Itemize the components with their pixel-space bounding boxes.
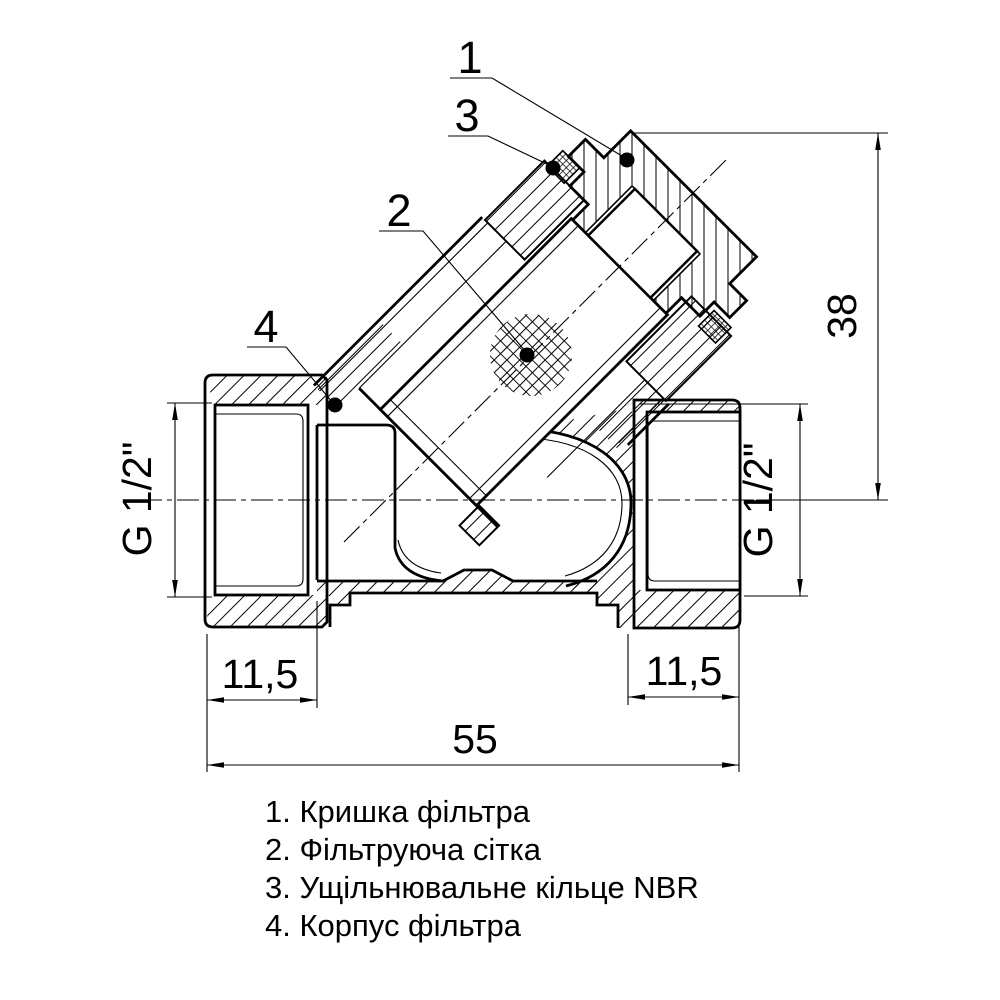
- callout-2-dot: [519, 347, 535, 363]
- dim-height-value: 38: [819, 293, 865, 339]
- dim-length: 55: [207, 716, 739, 768]
- dim-height: 38: [632, 132, 888, 501]
- left-port-hatch-top: [206, 375, 327, 405]
- dim-height-extension-lines: [632, 132, 888, 501]
- dim-depth-left: 11,5: [206, 601, 318, 772]
- body-neck-curve: [393, 547, 444, 583]
- body-outer-bottom: [328, 591, 620, 628]
- filter-body: [315, 410, 634, 628]
- callout-4-dot: [327, 397, 343, 413]
- dim-length-value: 55: [452, 716, 498, 762]
- callout-2: 2: [379, 185, 535, 363]
- dim-thread-left-value: G 1/2": [114, 442, 160, 557]
- dim-depth-right: 11,5: [627, 622, 740, 772]
- callout-3-number: 3: [454, 90, 479, 141]
- dim-thread-right-extension-lines: [640, 403, 808, 597]
- callout-4-number: 4: [253, 301, 278, 352]
- branch-wall-hatch-lower: [596, 379, 669, 452]
- dim-thread-right-value: G 1/2": [735, 443, 781, 558]
- callout-1-dot: [619, 152, 635, 168]
- callout-3-leader: [448, 135, 552, 167]
- o-ring-lower: [697, 309, 733, 345]
- legend-item-1: 1. Кришка фільтра: [265, 794, 531, 829]
- branch-inner-walls: [319, 222, 664, 478]
- left-port: [203, 373, 329, 629]
- legend-item-4: 4. Корпус фільтра: [265, 908, 522, 943]
- callout-1-number: 1: [457, 32, 482, 83]
- callout-3-dot: [545, 160, 561, 176]
- branch-centerline: [343, 158, 728, 543]
- dim-depth-right-value: 11,5: [646, 648, 723, 694]
- centerlines: [140, 158, 758, 543]
- legend: 1. Кришка фільтра 2. Фільтруюча сітка 3.…: [265, 794, 699, 943]
- body-chamber-arc: [523, 427, 633, 588]
- body-chamber-hatch: [524, 410, 634, 628]
- callout-4-leader: [247, 346, 334, 404]
- dim-depth-left-value: 11,5: [222, 651, 299, 697]
- legend-item-2: 2. Фільтруюча сітка: [265, 832, 542, 867]
- dim-thread-left: G 1/2": [114, 402, 212, 598]
- callout-1-leader: [450, 77, 628, 160]
- body-neck-top: [317, 423, 397, 548]
- right-port: [632, 398, 742, 630]
- dim-thread-right: G 1/2": [640, 403, 808, 597]
- body-neck-curve-thin: [397, 539, 442, 574]
- right-port-bore: [645, 410, 742, 592]
- cartridge-tip-block: [458, 504, 501, 547]
- body-inner-bottom: [317, 568, 597, 583]
- dim-depth-left-extension-lines: [206, 601, 318, 772]
- callouts: 1 3 2 4: [247, 32, 635, 413]
- callout-3: 3: [448, 90, 561, 176]
- cartridge-detail-lines: [387, 225, 661, 499]
- body-bottom-hatch: [317, 570, 597, 605]
- body-chamber-arc-thin: [527, 437, 623, 577]
- left-port-hatch-bottom: [206, 595, 327, 627]
- right-port-hatch-bottom: [634, 590, 740, 628]
- legend-item-3: 3. Ущільнювальне кільце NBR: [265, 870, 699, 905]
- branch-wall-hatch-upper: [313, 320, 403, 410]
- callout-4: 4: [247, 301, 343, 413]
- callout-2-leader: [379, 230, 527, 353]
- branch-outer-walls: [312, 216, 670, 446]
- callout-1: 1: [450, 32, 635, 168]
- callout-2-number: 2: [386, 185, 411, 236]
